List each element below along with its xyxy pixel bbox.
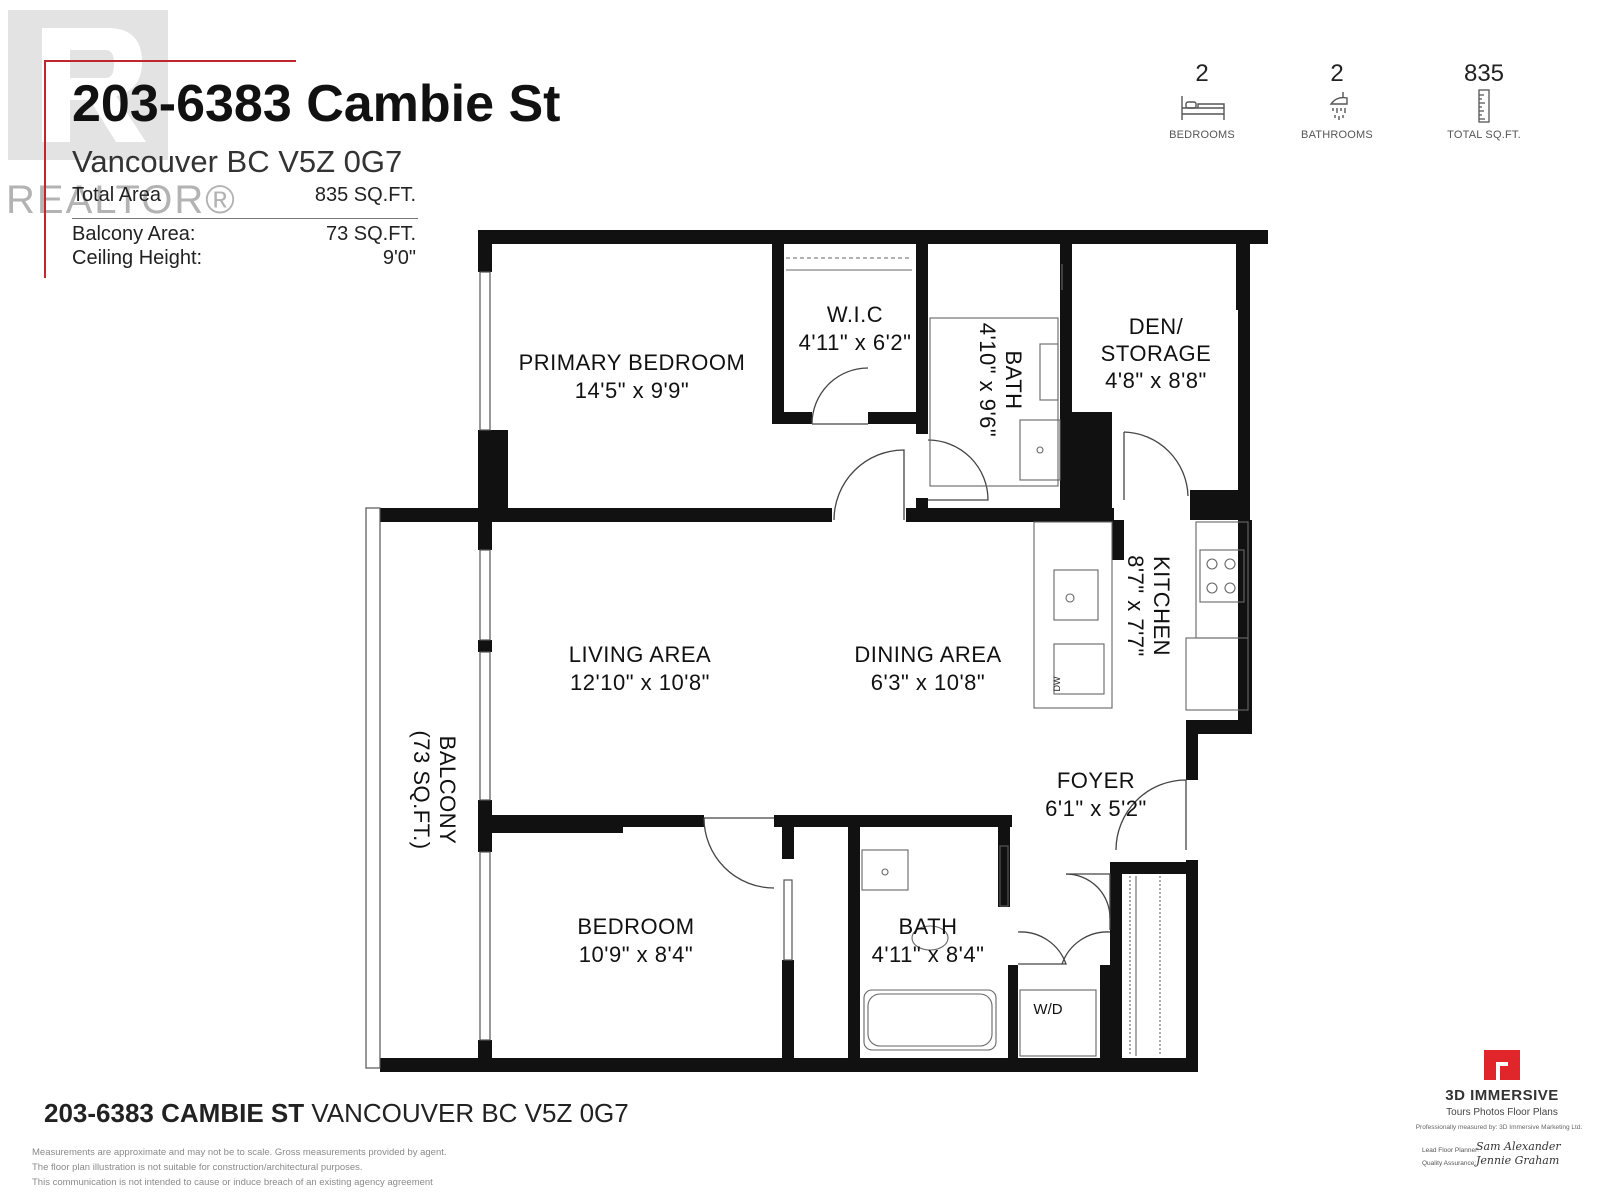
ensuite-bath-name: BATH	[1001, 350, 1026, 409]
total-area-value: 835 SQ.FT.	[314, 184, 416, 206]
realtor-logo-watermark	[8, 10, 168, 160]
footer-address-street: 203-6383 CAMBIE ST	[44, 1098, 305, 1128]
dining-area-name: DINING AREA	[854, 642, 1001, 667]
stat-bedrooms: 2 BEDROOMS	[1132, 60, 1272, 141]
footer-address-city: VANCOUVER BC V5Z 0G7	[311, 1098, 629, 1128]
foyer-name: FOYER	[1057, 768, 1135, 793]
bedrooms-count: 2	[1195, 60, 1209, 87]
disclaimer-line-1: Measurements are approximate and may not…	[32, 1147, 447, 1158]
total-sqft-caption: TOTAL SQ.FT.	[1447, 129, 1521, 141]
stat-bathrooms: 2 BATHROOMS	[1267, 60, 1407, 141]
brand-name: 3D IMMERSIVE	[1445, 1087, 1559, 1104]
foyer-dims: 6'1" x 5'2"	[1045, 796, 1147, 821]
shower-icon	[1329, 92, 1348, 120]
fixtures	[786, 257, 1249, 1057]
ceiling-height-label: Ceiling Height:	[72, 247, 203, 269]
balcony-area-value: 73 SQ.FT.	[325, 223, 416, 245]
page-subtitle: Vancouver BC V5Z 0G7	[72, 144, 403, 179]
kitchen-dims: 8'7" x 7'7"	[1123, 555, 1148, 657]
living-area-dims: 12'10" x 10'8"	[570, 670, 710, 695]
laundry-label: W/D	[1033, 1001, 1062, 1018]
header-accent-line-vertical	[44, 60, 46, 278]
living-area-name: LIVING AREA	[569, 642, 711, 667]
footer-address: 203-6383 CAMBIE ST VANCOUVER BC V5Z 0G7	[44, 1098, 629, 1129]
bedroom-dims: 10'9" x 8'4"	[579, 942, 693, 967]
disclaimer-line-2: The floor plan illustration is not suita…	[32, 1162, 363, 1173]
ensuite-bath-dims: 4'10" x 9'6"	[975, 323, 1000, 437]
bathrooms-count: 2	[1330, 60, 1344, 87]
wic-name: W.I.C	[827, 302, 883, 327]
bathrooms-caption: BATHROOMS	[1301, 129, 1373, 141]
brand-logo-icon	[1484, 1050, 1520, 1080]
bed-icon	[1181, 96, 1225, 120]
qa-signature: Jennie Graham	[1476, 1154, 1560, 1167]
header-accent-line	[44, 60, 296, 62]
kitchen-name: KITCHEN	[1149, 556, 1174, 656]
lead-planner-signature: Sam Alexander	[1476, 1140, 1561, 1153]
windows	[365, 271, 1009, 1069]
bedroom-name: BEDROOM	[577, 914, 694, 939]
disclaimer-line-3: This communication is not intended to ca…	[32, 1177, 433, 1188]
door-swings	[703, 367, 1189, 965]
qa-label: Quality Assurance:	[1422, 1160, 1477, 1167]
den-name-line1: DEN/	[1129, 314, 1184, 339]
bath2-name: BATH	[898, 914, 957, 939]
balcony-area-label: Balcony Area:	[72, 223, 196, 245]
page-title: 203-6383 Cambie St	[72, 75, 561, 133]
den-dims: 4'8" x 8'8"	[1105, 368, 1207, 393]
header-divider	[72, 218, 418, 219]
balcony-dims: (73 SQ.FT.)	[409, 730, 434, 849]
dining-area-dims: 6'3" x 10'8"	[871, 670, 985, 695]
bedrooms-caption: BEDROOMS	[1169, 129, 1235, 141]
brand-measured-by: Professionally measured by: 3D Immersive…	[1415, 1124, 1583, 1131]
total-sqft-count: 835	[1463, 60, 1505, 87]
primary-bedroom-name: PRIMARY BEDROOM	[519, 350, 746, 375]
wic-dims: 4'11" x 6'2"	[799, 330, 912, 355]
ceiling-height-value: 9'0"	[382, 247, 416, 269]
total-area-label: Total Area	[72, 184, 161, 206]
dishwasher-label: DW	[1052, 676, 1062, 691]
bath2-dims: 4'11" x 8'4"	[872, 942, 985, 967]
lead-planner-label: Lead Floor Planner:	[1422, 1147, 1480, 1154]
balcony-name: BALCONY	[435, 736, 460, 845]
primary-bedroom-dims: 14'5" x 9'9"	[575, 378, 689, 403]
brand-tagline: Tours Photos Floor Plans	[1446, 1107, 1558, 1118]
stat-total-sqft: 835 TOTAL SQ.FT.	[1414, 60, 1554, 141]
room-labels: PRIMARY BEDROOM 14'5" x 9'9" W.I.C 4'11"…	[409, 302, 1211, 1018]
den-name-line2: STORAGE	[1101, 341, 1212, 366]
ruler-icon	[1478, 89, 1490, 123]
interior-walls	[380, 244, 1250, 1070]
